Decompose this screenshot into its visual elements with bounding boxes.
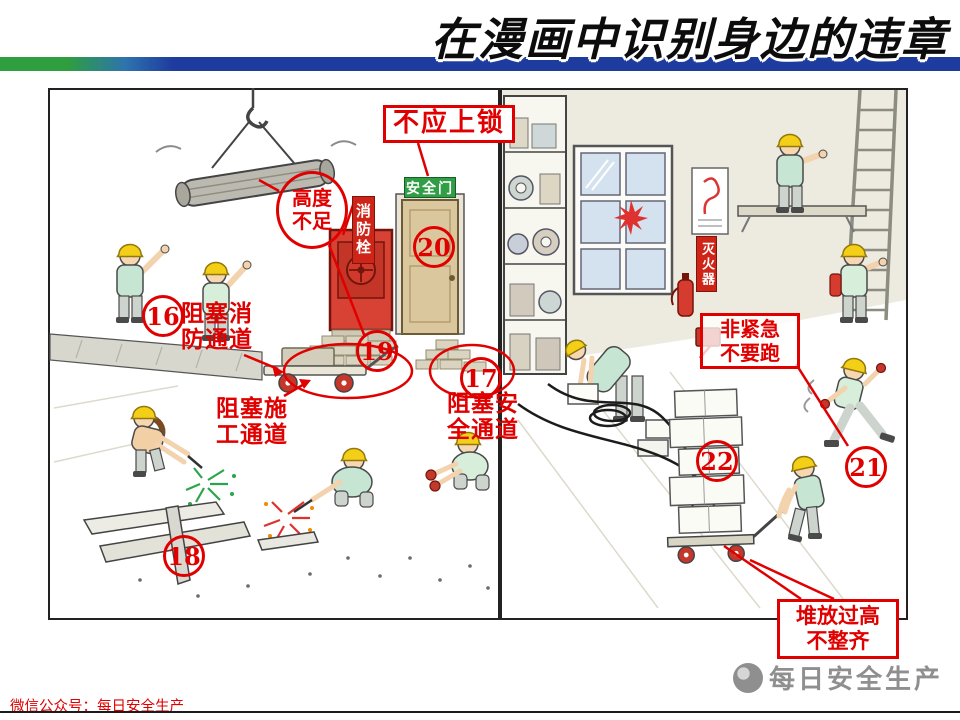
violation-badge-19: 19: [356, 330, 398, 372]
violation-badge-20: 20: [413, 226, 455, 268]
safety-door-sign: 安全门: [404, 177, 456, 198]
title-underline-bar: [0, 57, 960, 71]
violation-badge-18: 18: [163, 535, 205, 577]
callout-line: 工通道: [216, 422, 288, 449]
violation-badge-16: 16: [142, 295, 184, 337]
callout-line: 非紧急: [720, 317, 780, 341]
violation-badge-22: 22: [696, 440, 738, 482]
callout-line: 堆放过高: [796, 603, 880, 628]
callout-no-running: 非紧急 不要跑: [700, 313, 800, 369]
callout-line: 不要跑: [720, 341, 780, 365]
callout-line: 防通道: [181, 327, 253, 354]
callout-height-line1: 高度: [292, 186, 332, 210]
callout-line: 阻塞施: [216, 396, 288, 422]
callout-line: 不整齐: [806, 629, 870, 653]
callout-height-line2: 不足: [292, 209, 332, 233]
callout-blocked-safe-passage: 阻塞安 全通道: [436, 391, 530, 444]
callout-blocked-work-passage: 阻塞施 工通道: [202, 396, 302, 449]
callout-insufficient-height: 高度 不足: [276, 171, 348, 249]
page-title: 在漫画中识别身边的违章: [430, 13, 948, 66]
watermark-logo-icon: [733, 662, 763, 693]
callout-no-lock: 不应上锁: [383, 105, 515, 143]
cartoon-panel-left: [48, 88, 500, 620]
watermark: 每日安全生产: [733, 659, 943, 696]
violation-badge-21: 21: [845, 446, 887, 488]
fire-extinguisher-sign: 灭火器: [696, 236, 717, 292]
fire-hydrant-sign: 消防栓: [352, 196, 375, 264]
watermark-text: 每日安全生产: [769, 665, 944, 695]
callout-stacking: 堆放过高 不整齐: [777, 599, 899, 659]
bottom-divider: [0, 711, 960, 713]
callout-no-lock-text: 不应上锁: [392, 108, 505, 139]
callout-line: 全通道: [447, 417, 519, 444]
violation-badge-17: 17: [460, 357, 502, 399]
